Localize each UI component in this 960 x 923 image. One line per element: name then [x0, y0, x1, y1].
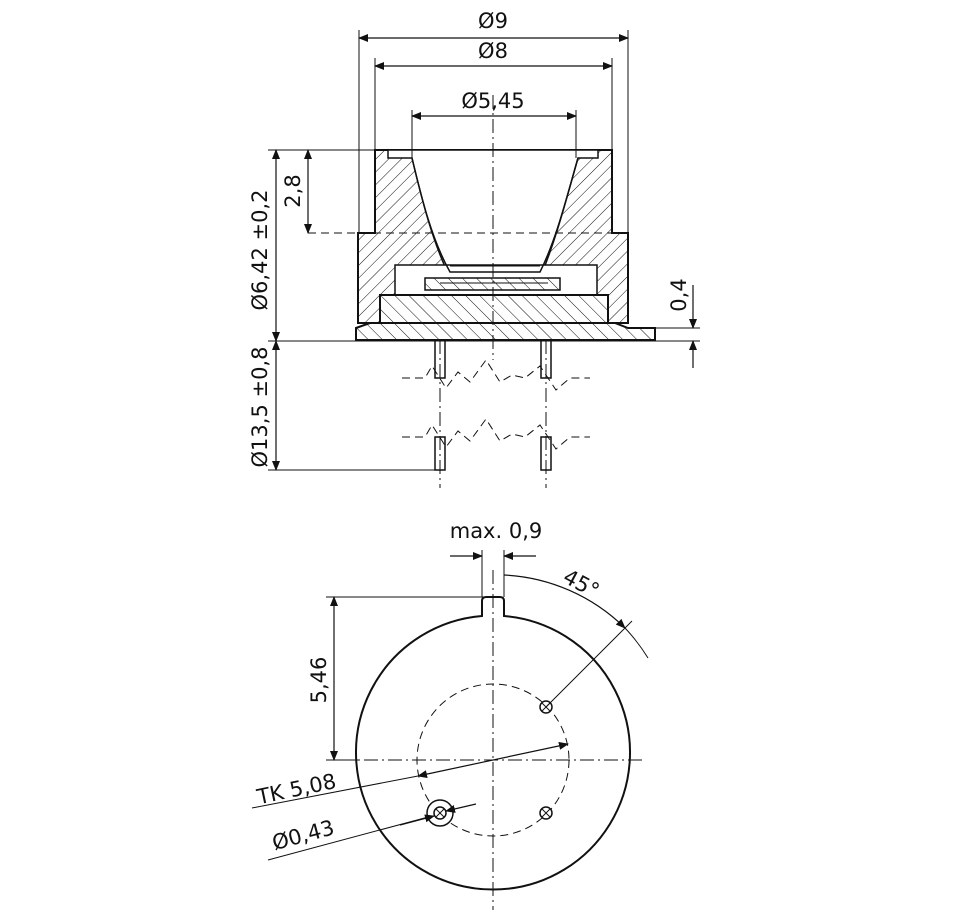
dim-pitch-circle: TK 5,08 [254, 769, 338, 809]
dim-body-diameter: Ø8 [478, 39, 508, 63]
dim-cap-height: 2,8 [281, 174, 305, 207]
header-base [379, 294, 609, 324]
dim-angle: 45° [559, 564, 603, 603]
leads [402, 339, 590, 488]
dim-lead-length: Ø13,5 ±0,8 [248, 347, 272, 468]
dim-pin-diameter: Ø0,43 [270, 815, 337, 855]
side-view: Ø9 Ø8 Ø5,45 2,8 Ø6,42 ±0,2 Ø13,5 ±0,8 0,… [248, 9, 700, 488]
flange [355, 322, 656, 341]
dim-flange-thickness: 0,4 [667, 278, 691, 311]
dim-tab-width: max. 0,9 [450, 519, 543, 543]
dim-total-height: Ø6,42 ±0,2 [248, 190, 272, 311]
dim-outer-diameter: Ø9 [478, 9, 508, 33]
window-lens [411, 157, 579, 273]
bottom-view: max. 0,9 45° 5,46 TK 5,08 Ø0,43 [251, 519, 649, 910]
dim-window-diameter: Ø5,45 [461, 89, 524, 113]
dim-tab-height: 5,46 [307, 657, 331, 704]
